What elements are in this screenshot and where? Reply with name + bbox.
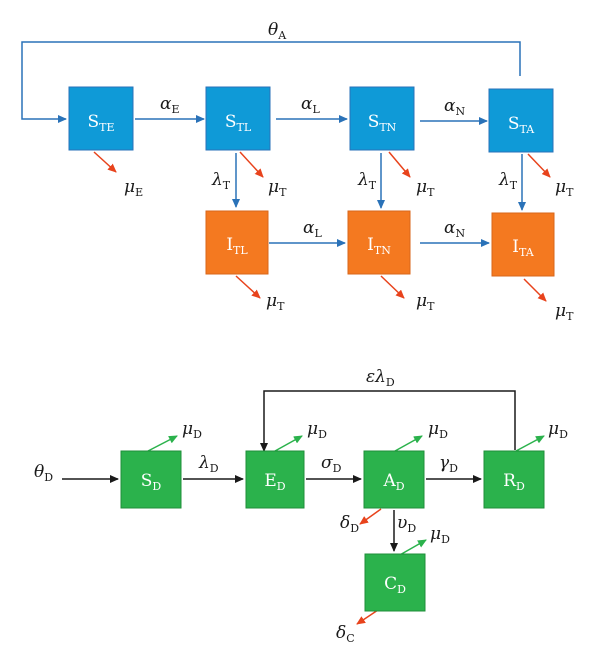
label-mu-d-ad: μD xyxy=(428,419,448,441)
svg-text:CD: CD xyxy=(384,574,406,596)
box-e-d: ED xyxy=(245,450,305,509)
box-s-te: STE xyxy=(68,86,134,151)
arrow-death-stn xyxy=(388,151,411,178)
label-delta-c: δC xyxy=(336,623,355,645)
label-alpha-e: αE xyxy=(160,94,180,116)
label-lambda-d: λD xyxy=(198,453,219,475)
box-r-d: RD xyxy=(483,450,545,509)
label-lambda-t-stn: λT xyxy=(357,170,377,192)
arrow-death-ste xyxy=(93,151,117,173)
svg-text:STN: STN xyxy=(368,112,397,134)
box-a-d: AD xyxy=(363,450,425,509)
box-s-d: SD xyxy=(120,450,182,509)
label-theta-d: θD xyxy=(34,462,53,484)
box-i-tn: ITN xyxy=(347,210,411,275)
label-mu-d-sd: μD xyxy=(182,419,202,441)
svg-text:SD: SD xyxy=(141,471,162,493)
arrow-death-cd xyxy=(397,539,427,557)
box-s-tn: STN xyxy=(349,86,415,151)
arrow-death-itl xyxy=(235,275,261,299)
label-mu-t-stn: μT xyxy=(416,177,435,199)
label-gamma-d: γD xyxy=(439,453,458,475)
svg-text:ITA: ITA xyxy=(512,237,534,259)
label-mu-d-cd: μD xyxy=(430,524,450,546)
arrow-death-sta xyxy=(527,153,551,178)
label-mu-t-stl: μT xyxy=(268,177,287,199)
label-mu-t-sta: μT xyxy=(555,177,574,199)
svg-text:ITN: ITN xyxy=(367,235,391,257)
arrow-death-ad xyxy=(394,435,423,452)
arrow-death-stl xyxy=(239,151,264,178)
label-delta-d: δD xyxy=(340,513,359,535)
label-alpha-n-2: αN xyxy=(444,218,465,240)
box-c-d: CD xyxy=(364,553,426,612)
svg-text:ED: ED xyxy=(264,471,285,493)
label-upsilon-d: υD xyxy=(397,513,416,535)
label-lambda-t-sta: λT xyxy=(498,170,518,192)
box-i-ta: ITA xyxy=(491,212,555,277)
label-lambda-t-stl: λT xyxy=(211,170,231,192)
arrow-death-ed xyxy=(274,435,303,452)
label-mu-e: μE xyxy=(124,177,143,199)
svg-text:AD: AD xyxy=(382,471,404,493)
svg-text:ITL: ITL xyxy=(226,235,248,257)
arrow-disease-death-ad xyxy=(359,508,382,525)
arrow-theta-a-loop xyxy=(21,41,521,123)
svg-text:STL: STL xyxy=(225,112,252,134)
label-sigma-d: σD xyxy=(321,453,342,475)
label-theta-a: θA xyxy=(268,20,287,42)
arrow-death-ita xyxy=(523,278,547,302)
box-s-tl: STL xyxy=(205,86,271,151)
label-alpha-l: αL xyxy=(301,94,320,116)
svg-text:STA: STA xyxy=(508,114,535,136)
box-s-ta: STA xyxy=(488,88,554,153)
box-i-tl: ITL xyxy=(205,210,269,275)
label-mu-d-ed: μD xyxy=(307,419,327,441)
label-eps-lambda-d: ελD xyxy=(366,367,395,389)
label-mu-t-itl: μT xyxy=(266,291,285,313)
label-alpha-n: αN xyxy=(444,96,465,118)
svg-text:RD: RD xyxy=(503,471,525,493)
arrow-death-sd xyxy=(147,435,178,452)
arrow-eps-lambda-d-loop xyxy=(260,390,516,452)
arrow-death-rd xyxy=(515,435,545,452)
label-mu-d-rd: μD xyxy=(548,419,568,441)
label-mu-t-itn: μT xyxy=(416,291,435,313)
arrow-disease-death-cd xyxy=(356,609,379,625)
label-mu-t-ita: μT xyxy=(555,301,574,323)
label-alpha-l-2: αL xyxy=(303,218,322,240)
arrow-death-itn xyxy=(380,275,405,299)
svg-text:STE: STE xyxy=(87,112,114,134)
